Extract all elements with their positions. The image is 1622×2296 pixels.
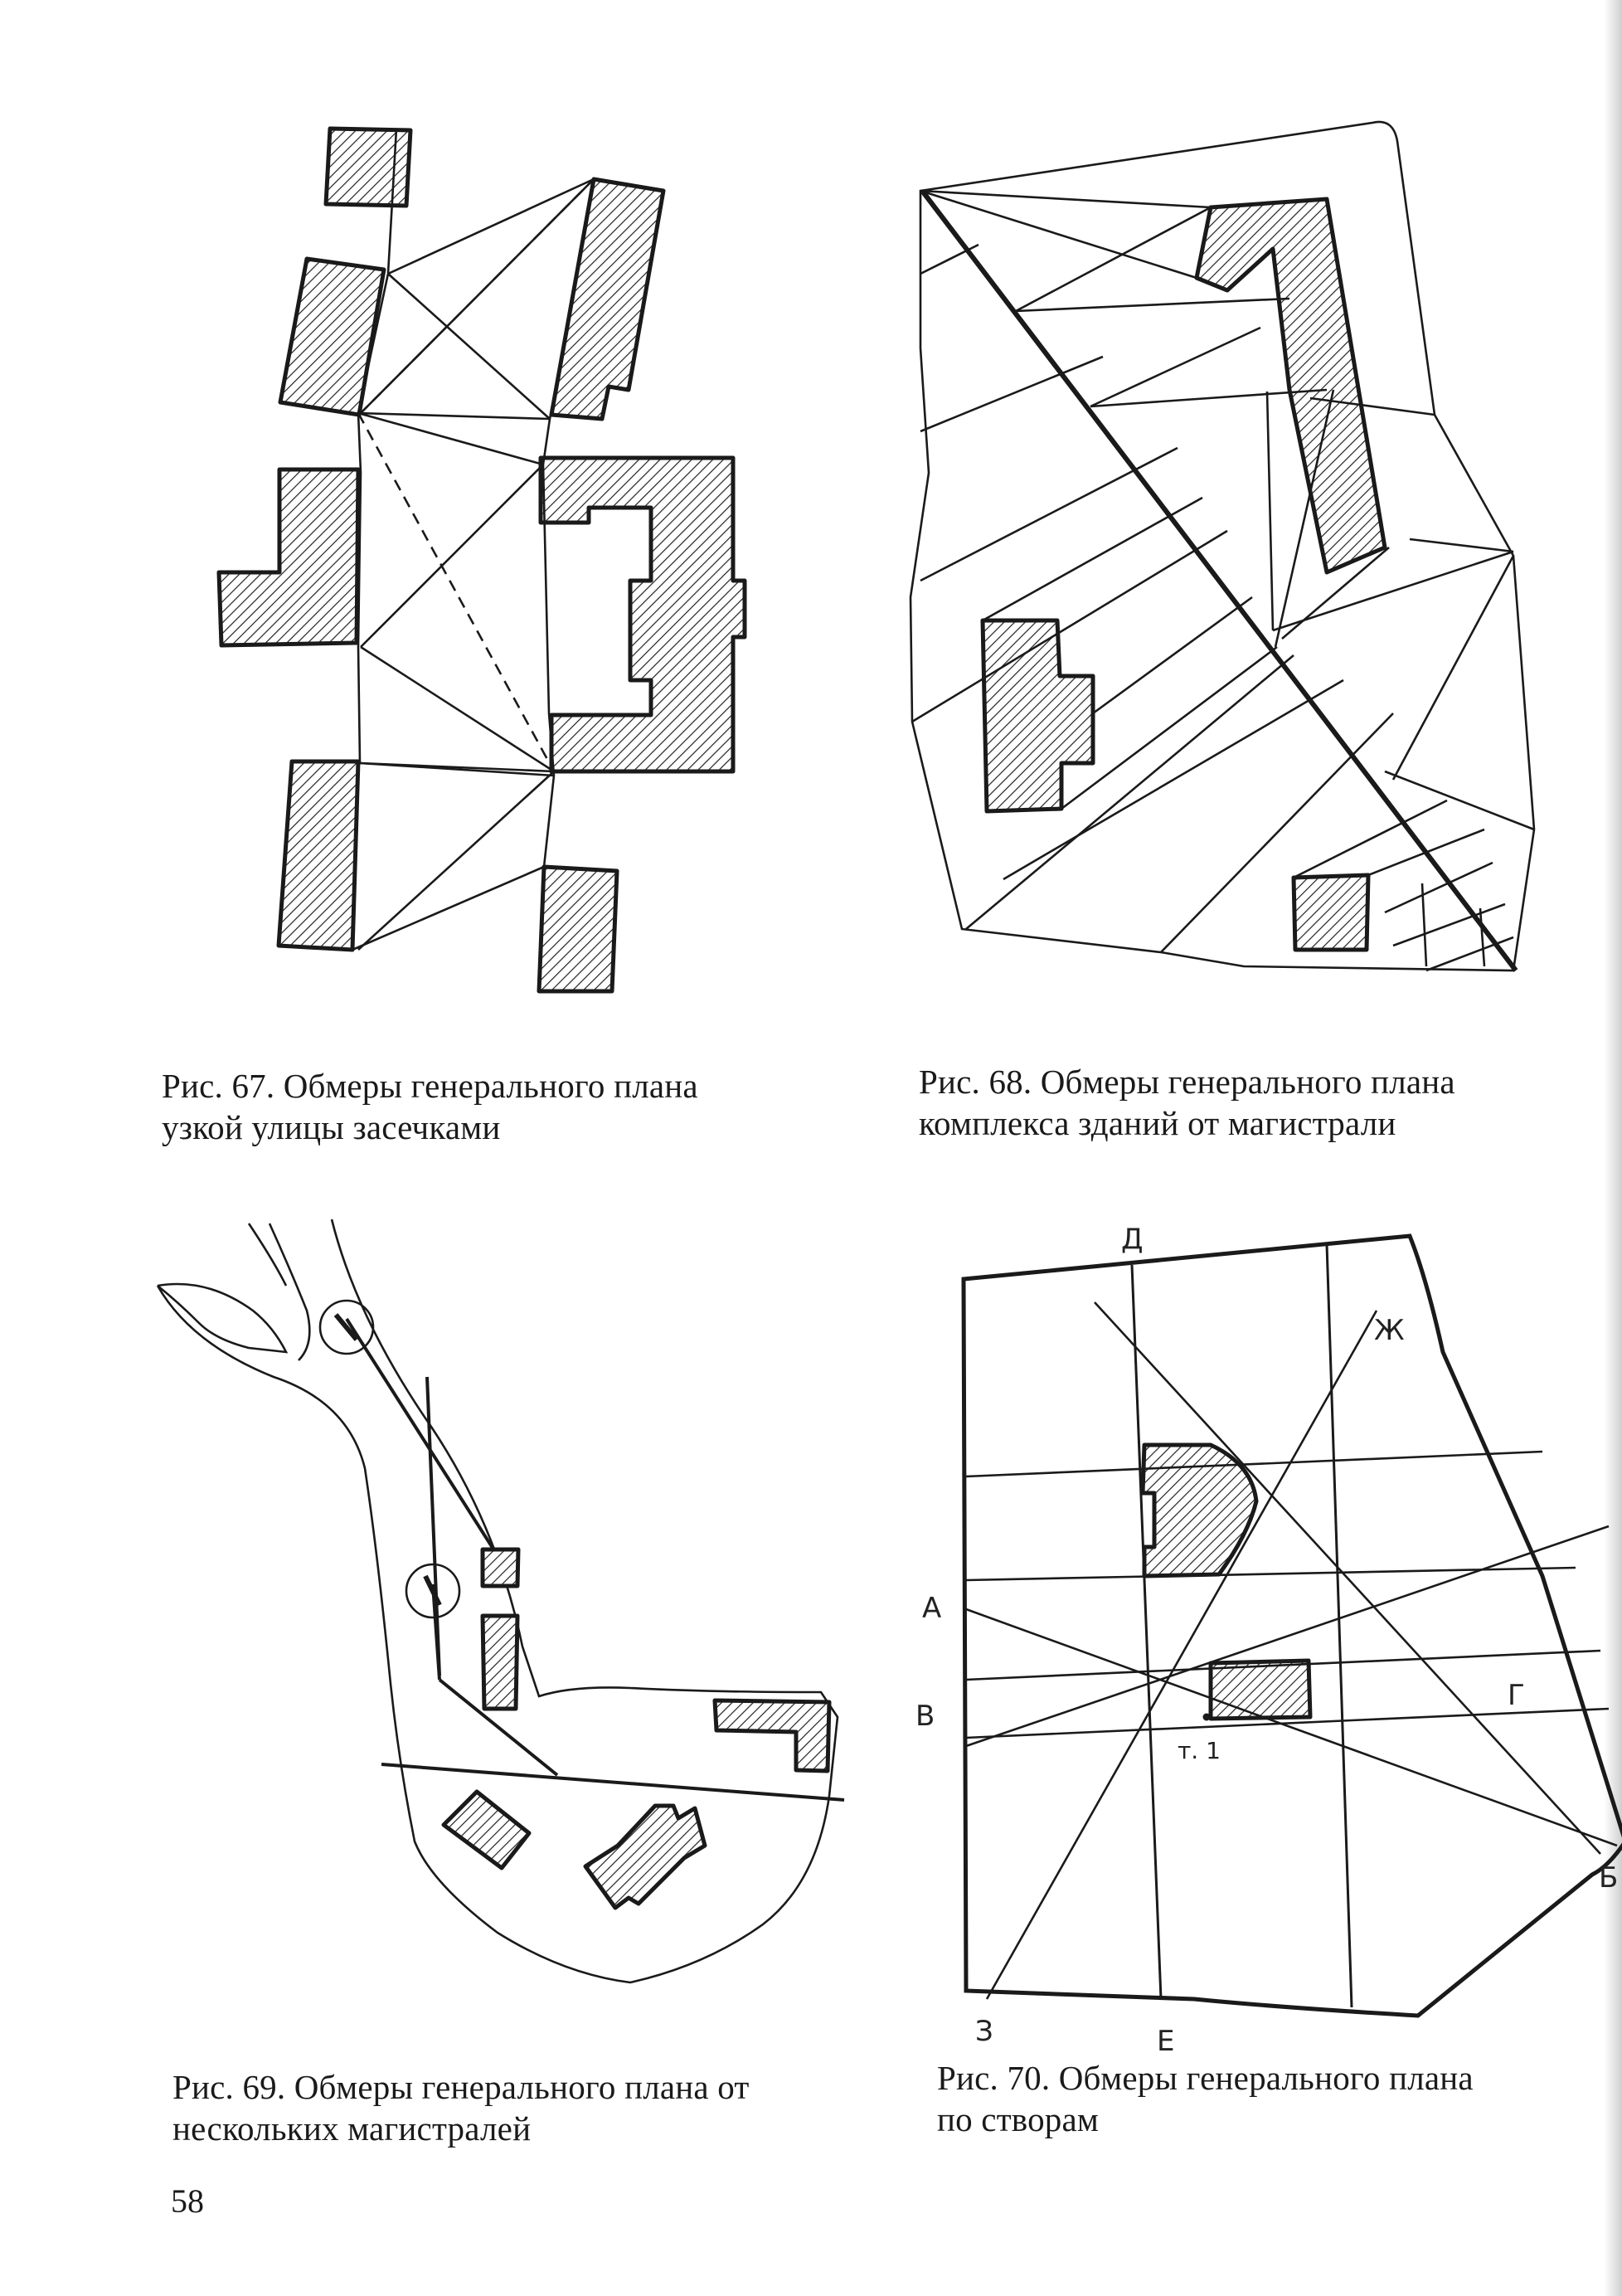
fig69-site-boundary <box>156 1219 839 1984</box>
fig69-river-bank-outer <box>157 1282 289 1354</box>
figure-67: Рис. 67. Обмеры генерального плана узкой… <box>0 0 813 1146</box>
fig70-caption-line-1: Рис. 70. Обмеры генерального плана <box>937 2059 1474 2097</box>
fig70-drawing: Д Ж А В Г Б З Е т. 1 <box>915 1223 1622 2058</box>
fig68-caption: Рис. 68. Обмеры генерального плана компл… <box>919 1061 1455 1144</box>
fig69-caption-line-1: Рис. 69. Обмеры генерального плана от <box>172 2068 750 2106</box>
fig68-caption-line-2: комплекса зданий от магистрали <box>919 1104 1396 1142</box>
fig70-label-zh: Ж <box>1374 1314 1405 1347</box>
fig68-building-l <box>980 618 1095 814</box>
fig67-caption-line-1: Рис. 67. Обмеры генерального плана <box>162 1067 698 1105</box>
fig69-station-2 <box>405 1563 461 1619</box>
fig68-site-boundary <box>909 120 1536 972</box>
fig69-caption-line-2: нескольких магистралей <box>172 2109 532 2148</box>
figure-69: Рис. 69. Обмеры генерального плана от не… <box>0 1178 879 2148</box>
fig69-caption: Рис. 69. Обмеры генерального плана от не… <box>172 2066 750 2149</box>
fig70-building-2 <box>1208 1658 1313 1721</box>
fig67-building-7 <box>537 864 619 994</box>
fig68-main-traverse <box>920 189 1518 972</box>
fig68-caption-line-1: Рис. 68. Обмеры генерального плана <box>919 1063 1455 1101</box>
fig67-building-5 <box>538 455 747 774</box>
fig67-street-edge-right <box>541 178 595 868</box>
fig70-alignment-zh-z <box>985 1310 1378 2000</box>
figure-70: Д Ж А В Г Б З Е т. 1 Рис. 70. Обмеры ген… <box>879 1178 1622 2138</box>
fig69-traverse-3 <box>381 1763 845 1802</box>
fig67-building-3 <box>549 177 666 421</box>
fig69-building-3 <box>712 1698 832 1773</box>
fig70-alignment-a-b <box>965 1608 1618 1847</box>
fig67-street-edge-left <box>357 128 398 764</box>
fig70-label-d: Д <box>1121 1223 1144 1256</box>
fig70-label-a: А <box>922 1592 941 1625</box>
fig68-building-small <box>1291 873 1371 952</box>
fig67-building-1 <box>323 126 413 208</box>
fig70-caption-line-2: по створам <box>937 2100 1100 2138</box>
page-number: 58 <box>171 2182 204 2220</box>
page-edge-shadow <box>1604 0 1622 2296</box>
fig70-label-e: Е <box>1157 2025 1174 2058</box>
fig70-site-boundary <box>961 1233 1622 2018</box>
fig70-caption: Рис. 70. Обмеры генерального плана по ст… <box>937 2057 1474 2140</box>
figure-68: Рис. 68. Обмеры генерального плана компл… <box>813 0 1622 1142</box>
fig67-building-6 <box>276 759 361 952</box>
fig69-building-5 <box>583 1803 707 1910</box>
fig70-label-g: Г <box>1508 1679 1525 1712</box>
fig69-building-1 <box>480 1547 521 1588</box>
fig69-station-1 <box>318 1299 375 1355</box>
fig67-building-2 <box>278 256 386 417</box>
fig69-river-bank-inner <box>268 1223 311 1361</box>
fig69-drawing <box>156 1219 845 1984</box>
fig70-alignment-d <box>1130 1264 1163 2000</box>
fig70-label-t1: т. 1 <box>1178 1737 1221 1764</box>
fig68-building-long <box>1194 197 1387 575</box>
fig67-caption-line-2: узкой улицы засечками <box>162 1108 501 1146</box>
fig67-building-4 <box>216 467 361 648</box>
fig70-label-b: Б <box>1599 1861 1618 1895</box>
fig69-building-2 <box>480 1613 520 1711</box>
fig69-building-4 <box>441 1789 532 1870</box>
fig70-label-z: З <box>975 2015 993 2048</box>
fig70-label-v: В <box>915 1700 935 1733</box>
fig68-drawing <box>909 120 1536 972</box>
fig67-caption: Рис. 67. Обмеры генерального плана узкой… <box>162 1065 698 1148</box>
fig67-drawing <box>216 126 747 994</box>
